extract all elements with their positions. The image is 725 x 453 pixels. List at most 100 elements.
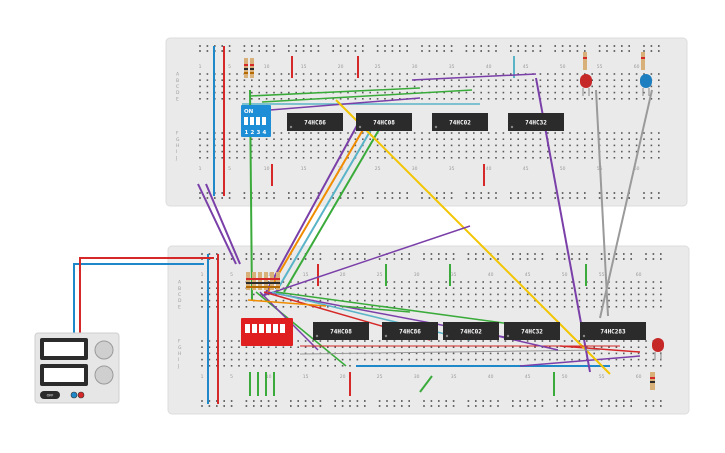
hole xyxy=(341,287,344,289)
hole xyxy=(450,138,453,140)
hole xyxy=(384,98,386,100)
hole xyxy=(206,144,209,147)
hole xyxy=(623,340,625,342)
hole xyxy=(606,50,608,52)
hole xyxy=(354,98,357,100)
hole xyxy=(510,192,512,194)
hole xyxy=(549,299,551,302)
hole xyxy=(332,73,334,75)
hole xyxy=(652,306,655,308)
chip-label: 74HC32 xyxy=(521,329,543,336)
hole xyxy=(578,281,581,283)
hole xyxy=(221,150,223,153)
hole xyxy=(436,150,438,153)
hole xyxy=(578,400,581,402)
hole xyxy=(199,157,201,159)
hole xyxy=(319,405,322,407)
hole xyxy=(356,358,359,361)
hole xyxy=(317,157,320,159)
hole xyxy=(393,405,396,407)
hole xyxy=(310,85,312,88)
hole xyxy=(267,358,270,361)
hole xyxy=(643,144,645,147)
hole xyxy=(571,352,573,355)
hole xyxy=(273,132,275,134)
hole xyxy=(295,138,297,140)
hole xyxy=(650,85,653,88)
hole xyxy=(450,132,453,134)
hole xyxy=(327,293,329,296)
hole xyxy=(428,79,431,81)
hole xyxy=(378,299,381,302)
hole xyxy=(253,405,255,407)
hole xyxy=(517,50,519,52)
hole xyxy=(430,346,433,348)
hole xyxy=(608,293,610,296)
hole xyxy=(524,79,527,81)
hole xyxy=(482,405,484,407)
hole xyxy=(369,91,371,94)
hole xyxy=(650,45,653,47)
hole xyxy=(584,45,586,47)
hole xyxy=(586,258,588,260)
hole xyxy=(406,144,408,147)
hole xyxy=(621,192,623,194)
hole xyxy=(415,358,418,361)
hole xyxy=(504,352,507,355)
hole xyxy=(369,150,371,153)
hole xyxy=(221,157,223,159)
hole xyxy=(421,197,423,199)
hole xyxy=(334,281,336,283)
hole xyxy=(295,45,297,47)
hole xyxy=(473,197,475,199)
hole xyxy=(408,306,410,308)
hole xyxy=(356,258,359,260)
hole xyxy=(460,287,462,289)
hole xyxy=(206,85,209,88)
hole xyxy=(341,346,344,348)
hole xyxy=(339,150,342,153)
hole xyxy=(465,144,468,147)
hole xyxy=(199,45,201,47)
hole xyxy=(443,132,445,134)
hole xyxy=(401,281,403,283)
hole xyxy=(576,144,579,147)
hole xyxy=(495,132,497,134)
hole xyxy=(502,144,505,147)
hole xyxy=(230,293,233,296)
hole xyxy=(251,157,253,159)
hole xyxy=(569,98,571,100)
dip-switch-red[interactable] xyxy=(241,318,293,346)
hole xyxy=(621,85,623,88)
hole xyxy=(369,157,371,159)
hole xyxy=(578,293,581,296)
hole xyxy=(290,365,292,367)
hole xyxy=(265,85,268,88)
hole xyxy=(561,150,564,153)
hole xyxy=(613,150,616,153)
hole xyxy=(643,150,645,153)
hole xyxy=(282,281,285,283)
hole xyxy=(467,306,470,308)
hole xyxy=(221,192,223,194)
hole xyxy=(325,85,327,88)
psu-power-button[interactable]: OFF xyxy=(40,391,60,399)
hole xyxy=(541,352,544,355)
hole xyxy=(561,138,564,140)
hole xyxy=(495,50,497,52)
hole xyxy=(275,293,277,296)
hole xyxy=(584,150,586,153)
dip-switch-blue[interactable]: ON 1 2 3 4 xyxy=(241,105,271,137)
hole xyxy=(635,73,638,75)
hole xyxy=(497,306,499,308)
hole xyxy=(532,144,534,147)
column-number: 5 xyxy=(230,272,233,278)
hole xyxy=(199,192,201,194)
hole xyxy=(415,281,418,283)
hole xyxy=(613,98,616,100)
hole xyxy=(297,352,299,355)
hole xyxy=(571,299,573,302)
hole xyxy=(660,258,662,260)
hole xyxy=(236,98,238,100)
hole xyxy=(288,85,290,88)
